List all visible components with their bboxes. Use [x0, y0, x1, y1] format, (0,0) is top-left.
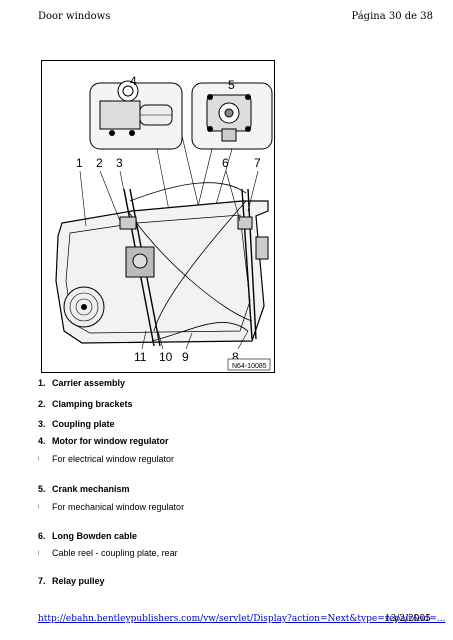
speaker-grille: [63, 286, 105, 328]
list-item: 3.Coupling plate: [38, 419, 115, 429]
list-item: 6.Long Bowden cable: [38, 531, 138, 541]
callout-8: 8: [232, 350, 239, 364]
callout-labels: 4 5 1 2 3 6 7 11 10 9 8: [76, 74, 261, 364]
print-date: 13/2/2005: [384, 614, 431, 624]
list-item: 4.Motor for window regulator: [38, 436, 169, 446]
list-item: 1.Carrier assembly: [38, 378, 126, 388]
door-panel: [55, 200, 269, 344]
list-item: 7.Relay pulley: [38, 576, 105, 586]
source-url-link[interactable]: http://ebahn.bentleypublishers.com/vw/se…: [38, 614, 446, 624]
callout-7: 7: [254, 156, 261, 170]
bowden-cables: [127, 182, 253, 342]
callout-10: 10: [159, 350, 173, 364]
figure-code: N64-10085: [232, 363, 267, 370]
bullet-icon: l: [38, 550, 40, 557]
callout-3: 3: [116, 156, 123, 170]
regulator-rails: [123, 188, 257, 347]
callout-1: 1: [76, 156, 83, 170]
callout-4: 4: [130, 74, 137, 88]
door-motor: [125, 246, 155, 278]
callout-6: 6: [222, 156, 229, 170]
callout-9: 9: [182, 350, 189, 364]
callout-2: 2: [96, 156, 103, 170]
page-number: Página 30 de 38: [351, 11, 433, 22]
list-item: 5.Crank mechanism: [38, 484, 130, 494]
callout-11: 11: [134, 350, 147, 364]
motor-detail-inset: [89, 80, 183, 150]
door-window-regulator-diagram: 4 5 1 2 3 6 7 11 10 9 8 N64-10085: [41, 60, 275, 373]
callout-5: 5: [228, 78, 235, 92]
list-item: 2.Clamping brackets: [38, 399, 133, 409]
bullet-icon: l: [38, 504, 40, 511]
page-header-title: Door windows: [38, 11, 111, 22]
bullet-icon: l: [38, 456, 40, 463]
crank-detail-inset: [191, 82, 273, 150]
